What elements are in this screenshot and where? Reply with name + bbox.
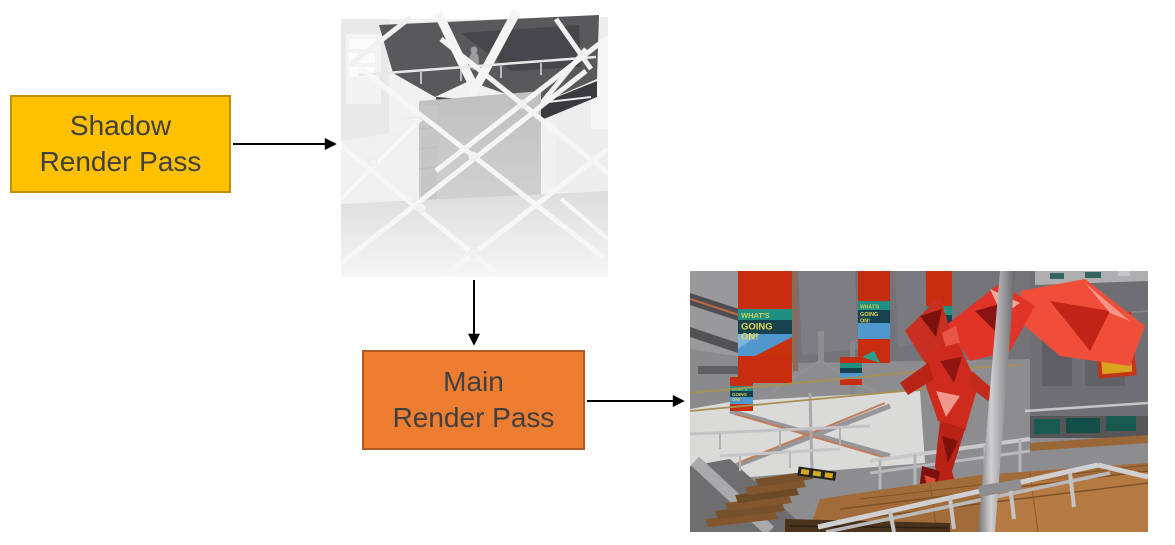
scene-wood-floor <box>785 463 1148 532</box>
banner1-text-whats: WHAT'S <box>741 311 770 320</box>
main-render-pass-label-line1: Main <box>443 366 504 397</box>
main-render-pass-node: Main Render Pass <box>362 350 585 450</box>
scene-stairs <box>690 447 841 532</box>
shadow-render-pass-label-line2: Render Pass <box>39 146 202 177</box>
banner2-text-whats: WHAT'S <box>860 305 880 311</box>
final-render-image: WHAT'S GOING ON! WHAT'S GOING ON! WHAT'S… <box>690 271 1148 532</box>
shadow-map-lattice-beams <box>341 35 608 277</box>
small-banner1-text-going: GOING <box>732 392 748 397</box>
shadow-map-lattice-nodes <box>368 99 527 258</box>
main-render-pass-label-line2: Render Pass <box>392 402 555 433</box>
banner1-text-going: GOING <box>741 322 773 333</box>
scene-banners: WHAT'S GOING ON! WHAT'S GOING ON! WHAT'S… <box>730 271 952 411</box>
small-banner1-text-on: ON! <box>732 397 741 402</box>
scene-atrium-floor <box>690 391 925 481</box>
metal-pole <box>978 271 1022 532</box>
banner2-text-going: GOING <box>860 312 878 318</box>
banner1-text-on: ON! <box>741 332 758 343</box>
scene-foreground-railing <box>817 462 1148 532</box>
shadow-render-pass-node: Shadow Render Pass <box>10 95 231 193</box>
banner2-text-on: ON! <box>860 319 870 325</box>
shadow-render-pass-label-line1: Shadow <box>69 110 172 141</box>
shadow-map-image <box>341 9 608 277</box>
